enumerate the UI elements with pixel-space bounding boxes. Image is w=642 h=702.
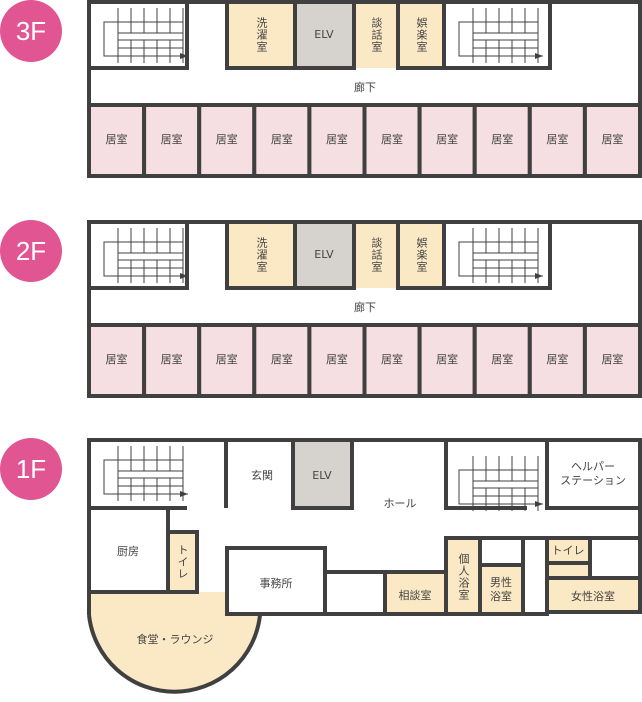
arrow-icon bbox=[180, 273, 188, 279]
talk-room-label: 談話室 bbox=[370, 16, 383, 53]
floor-badge-1f: 1F bbox=[0, 438, 62, 500]
elevator-label: ELV bbox=[314, 28, 334, 41]
hall-label: ホール bbox=[384, 497, 417, 510]
resident-room-label: 居室 bbox=[491, 132, 513, 146]
resident-room-label: 居室 bbox=[216, 352, 238, 366]
resident-room-label: 居室 bbox=[216, 132, 238, 146]
resident-room-label: 居室 bbox=[161, 352, 183, 366]
resident-room-3f bbox=[417, 103, 477, 178]
resident-room-2f bbox=[582, 323, 642, 398]
resident-room-label: 居室 bbox=[436, 352, 458, 366]
kitchen-label: 厨房 bbox=[117, 545, 139, 558]
stairs-right-2f bbox=[458, 228, 543, 283]
resident-room-3f bbox=[252, 103, 312, 178]
resident-room-label: 居室 bbox=[601, 352, 623, 366]
arrow-icon bbox=[535, 53, 543, 59]
resident-room-label: 居室 bbox=[106, 352, 128, 366]
resident-room-label: 居室 bbox=[271, 352, 293, 366]
resident-room-2f bbox=[87, 323, 147, 398]
recreation-label: 娯楽室 bbox=[415, 16, 428, 53]
elevator-1f bbox=[291, 438, 354, 510]
mens-bath bbox=[478, 563, 525, 616]
arrow-icon bbox=[180, 491, 188, 497]
helper-station-label: ヘルパーステーション bbox=[560, 460, 626, 487]
resident-room-label: 居室 bbox=[381, 352, 403, 366]
helper-station bbox=[545, 438, 642, 510]
resident-room-3f bbox=[142, 103, 202, 178]
toilet-anteroom bbox=[545, 561, 592, 580]
elevator-label: ELV bbox=[312, 469, 332, 482]
arrow-icon bbox=[535, 273, 543, 279]
resident-room-3f bbox=[87, 103, 147, 178]
womens-bath-label: 女性浴室 bbox=[571, 589, 615, 603]
resident-room-label: 居室 bbox=[436, 132, 458, 146]
toilet-left bbox=[166, 530, 199, 594]
resident-room-3f bbox=[307, 103, 367, 178]
arrow-icon bbox=[180, 53, 188, 59]
storage-room bbox=[323, 570, 387, 616]
floor-badge-2f: 2F bbox=[0, 220, 62, 282]
mens-bath-label: 男性浴室 bbox=[490, 575, 512, 603]
resident-room-3f bbox=[527, 103, 587, 178]
resident-room-label: 居室 bbox=[381, 132, 403, 146]
resident-room-label: 居室 bbox=[326, 352, 348, 366]
laundry-label: 洗濯室 bbox=[255, 17, 268, 53]
stairs-left-2f bbox=[103, 228, 188, 283]
stairs-right-1f bbox=[458, 456, 543, 511]
recreation-room-2f bbox=[396, 220, 446, 290]
resident-room-label: 居室 bbox=[106, 132, 128, 146]
talk-room-label: 談話室 bbox=[370, 236, 383, 273]
stairs-left-3f bbox=[103, 8, 188, 63]
womens-bath bbox=[545, 576, 642, 614]
private-bath-label: 個人浴室 bbox=[457, 553, 470, 601]
office bbox=[225, 546, 327, 616]
toilet-label: トイレ bbox=[552, 544, 585, 557]
resident-room-3f bbox=[582, 103, 642, 178]
elevator-2f bbox=[293, 220, 356, 290]
dining-lounge bbox=[89, 592, 260, 692]
stairs-right-3f bbox=[458, 8, 543, 63]
office-label: 事務所 bbox=[260, 576, 293, 590]
entrance-label: 玄関 bbox=[251, 468, 273, 482]
resident-room-label: 居室 bbox=[601, 132, 623, 146]
talk-room-3f bbox=[356, 4, 398, 68]
resident-room-3f bbox=[472, 103, 532, 178]
laundry-room-3f bbox=[225, 0, 297, 70]
resident-room-label: 居室 bbox=[546, 132, 568, 146]
resident-room-2f bbox=[142, 323, 202, 398]
corridor-label: 廊下 bbox=[354, 80, 376, 94]
stairs-left-1f bbox=[103, 446, 188, 501]
storage-right bbox=[588, 536, 642, 580]
talk-room-2f bbox=[356, 224, 398, 288]
elevator-3f bbox=[293, 0, 356, 70]
resident-room-3f bbox=[197, 103, 257, 178]
corridor-label: 廊下 bbox=[354, 300, 376, 314]
consultation-label: 相談室 bbox=[399, 588, 432, 602]
resident-room-label: 居室 bbox=[546, 352, 568, 366]
floor-badge-3f: 3F bbox=[0, 0, 62, 62]
resident-room-label: 居室 bbox=[161, 132, 183, 146]
dining-label: 食堂・ラウンジ bbox=[137, 632, 214, 646]
toilet-label: トイレ bbox=[176, 544, 189, 580]
resident-room-2f bbox=[307, 323, 367, 398]
recreation-label: 娯楽室 bbox=[415, 236, 428, 273]
resident-room-label: 居室 bbox=[491, 352, 513, 366]
laundry-label: 洗濯室 bbox=[255, 237, 268, 273]
resident-room-label: 居室 bbox=[326, 132, 348, 146]
elevator-label: ELV bbox=[314, 248, 334, 261]
passage bbox=[521, 536, 549, 616]
resident-room-label: 居室 bbox=[271, 132, 293, 146]
resident-room-2f bbox=[197, 323, 257, 398]
arrow-icon bbox=[535, 501, 543, 507]
